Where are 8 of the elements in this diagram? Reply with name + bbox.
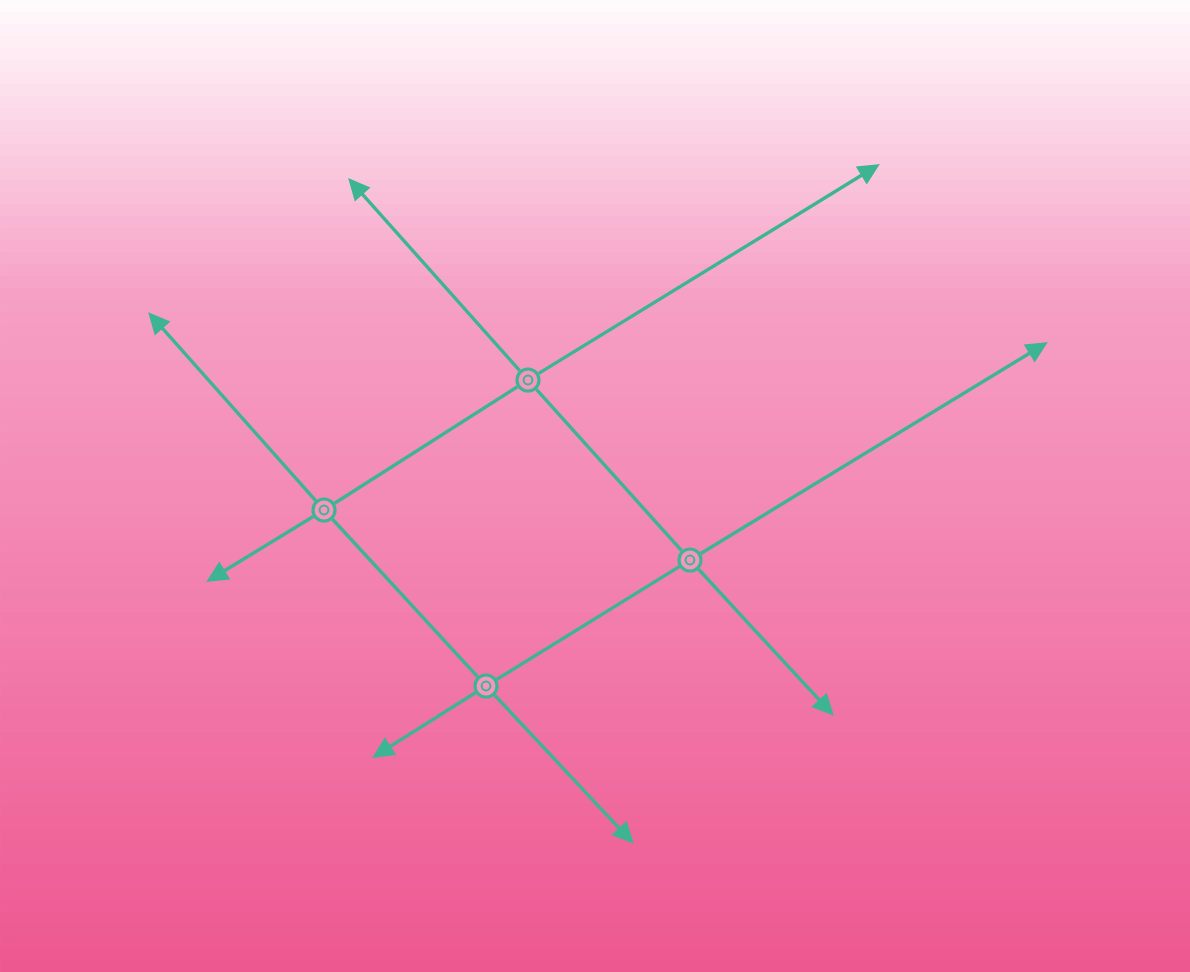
line [333, 385, 519, 505]
junction-circle [311, 497, 337, 523]
junction-circle [677, 547, 703, 573]
line [535, 388, 683, 552]
junction-circle [473, 673, 499, 699]
line [331, 518, 479, 678]
junction-circle [515, 367, 541, 393]
line [495, 565, 681, 681]
